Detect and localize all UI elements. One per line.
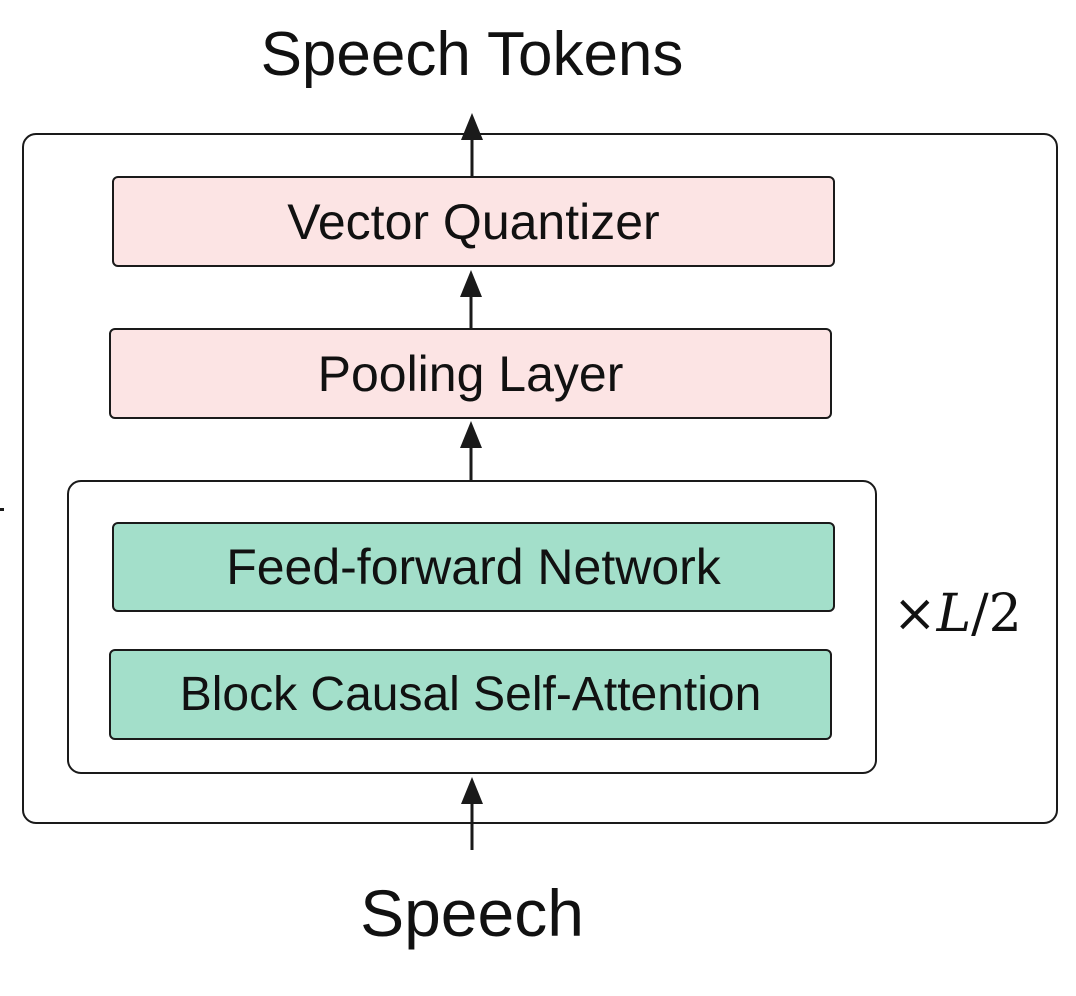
repeat-variable: L [936, 584, 972, 644]
repeated-transformer-block [67, 480, 877, 774]
block-causal-self-attention-block: Block Causal Self-Attention [109, 649, 832, 740]
feed-forward-network-block: Feed-forward Network [112, 522, 835, 612]
output-label-speech-tokens: Speech Tokens [260, 20, 684, 89]
pooling-layer-block: Pooling Layer [109, 328, 832, 419]
tokenizer-container [22, 133, 1058, 824]
repeat-count-label: ×L/2 [893, 588, 1022, 640]
vector-quantizer-block: Vector Quantizer [112, 176, 835, 267]
input-label-speech: Speech [360, 876, 584, 950]
feed-forward-network-label: Feed-forward Network [226, 539, 721, 595]
block-causal-self-attention-label: Block Causal Self-Attention [179, 668, 762, 721]
pooling-layer-label: Pooling Layer [317, 345, 624, 402]
repeat-times-symbol: × [893, 584, 937, 644]
vector-quantizer-label: Vector Quantizer [287, 193, 660, 250]
repeat-fraction: /2 [971, 584, 1022, 644]
edge-tick-mark [0, 508, 4, 511]
